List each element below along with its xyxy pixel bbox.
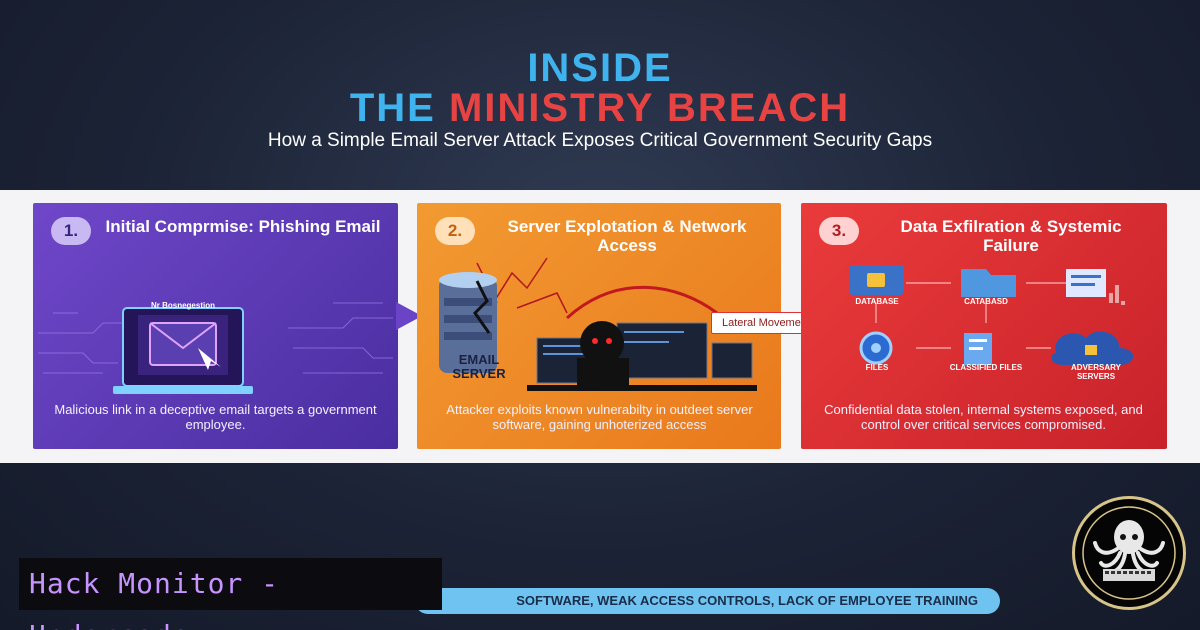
causes-bar: SOFTWARE, WEAK ACCESS CONTROLS, LACK OF … (415, 588, 1000, 614)
panel-title: Server Explotation & Network Access (507, 217, 747, 255)
envelope-icon (149, 322, 217, 366)
hacker-server-illustration (439, 257, 757, 391)
exfiltration-flow-illustration (849, 265, 1134, 365)
screen-caption: Nr Bosnegestion (150, 301, 215, 310)
email-server-label: EMAIL SERVER (452, 352, 506, 381)
brand-watermark: Hack Monitor - Undercode (19, 558, 442, 630)
hero-header: INSIDE THE MINISTRY BREACH How a Simple … (0, 0, 1200, 190)
panel-data-exfiltration: 3. Data Exfilration & Systemic Failure D… (801, 203, 1167, 449)
laptop-email-illustration (38, 302, 393, 394)
title-word-the: THE (349, 86, 436, 130)
node-label: DATABASE (855, 297, 899, 306)
title-line-2: THE MINISTRY BREACH (0, 86, 1200, 131)
panel-description: Confidential data stolen, internal syste… (824, 402, 1143, 432)
octopus-icon (1082, 506, 1176, 600)
panel-description: Malicious link in a deceptive email targ… (54, 402, 377, 432)
step-number: 3. (819, 217, 859, 245)
hacker-hood-icon (580, 321, 624, 365)
folder-icon (961, 269, 1016, 297)
panel-description: Attacker exploits known vulnerabilty in … (446, 402, 753, 432)
cursor-icon (198, 348, 221, 370)
attack-arrow (565, 285, 718, 320)
node-label: CLASSIFIED FILES (949, 363, 1023, 372)
octopus-logo (1072, 496, 1186, 610)
panel-phishing: 1. Initial Comprmise: Phishing Email Nr … (33, 203, 398, 449)
step-number: 1. (51, 217, 91, 245)
node-label: ADVERSARY SERVERS (1071, 363, 1121, 381)
panel-title: Initial Comprmise: Phishing Email (105, 217, 381, 236)
title-line-1: INSIDE (527, 46, 673, 90)
node-label: FILES (865, 363, 889, 372)
lateral-movement-label: Lateral Movement (711, 312, 821, 334)
title-word-ministry-breach: MINISTRY BREACH (448, 86, 851, 130)
step-number: 2. (435, 217, 475, 245)
panel-title: Data Exfilration & Systemic Failure (900, 217, 1122, 255)
node-label: CATABASD (964, 297, 1008, 306)
subtitle: How a Simple Email Server Attack Exposes… (267, 130, 933, 151)
